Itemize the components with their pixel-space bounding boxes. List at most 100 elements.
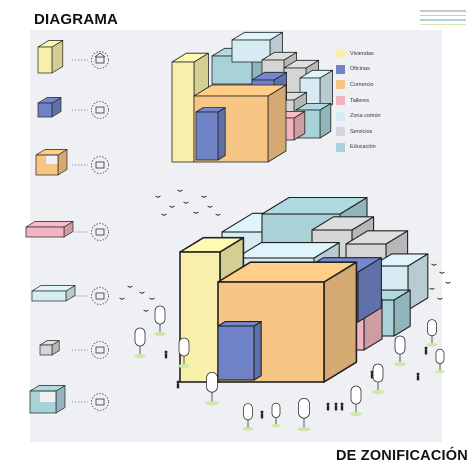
person [260, 410, 264, 419]
common-zone-block [299, 69, 334, 113]
person-body [176, 383, 180, 389]
tree-grass [372, 390, 384, 394]
block-front-face [171, 61, 195, 163]
person-head [370, 370, 374, 374]
color-stripe [420, 19, 466, 21]
color-stripes-decoration [420, 10, 466, 28]
block-side-face [323, 261, 358, 383]
bird [445, 281, 451, 284]
tree [178, 337, 190, 368]
person-head [326, 402, 330, 406]
block-front-face [179, 251, 221, 383]
color-stripe [420, 14, 466, 16]
cart-icon [91, 156, 109, 174]
tree [154, 305, 166, 336]
person [340, 402, 344, 411]
diagram-subtitle: DE ZONIFICACIÓN [336, 448, 468, 464]
tree-grass [297, 427, 311, 432]
tree [372, 363, 384, 394]
tree [134, 327, 146, 358]
person-head [176, 380, 180, 384]
bird [161, 213, 167, 216]
person-body [340, 405, 344, 411]
legend-item: Zona común [336, 108, 446, 124]
legend-label: Viviendas [350, 50, 374, 57]
icon-ring [91, 393, 109, 411]
person-head [340, 402, 344, 406]
tree [242, 403, 254, 431]
program-block [31, 285, 76, 302]
large-axonometric-model [179, 196, 429, 383]
block-front-face [217, 325, 255, 381]
tree [394, 335, 406, 366]
legend-swatch [336, 127, 345, 137]
legend-swatch [336, 49, 345, 59]
person-body [370, 373, 374, 379]
icon-glyph [95, 228, 105, 236]
legend-label: Talleres [350, 97, 369, 104]
legend-item: Talleres [336, 93, 446, 109]
tree-crown [206, 371, 218, 393]
bird [127, 285, 133, 288]
icon-glyph [95, 292, 105, 300]
bird [183, 201, 189, 204]
tree-crown [427, 319, 437, 337]
education-block [295, 103, 332, 139]
tree-crown [178, 337, 190, 357]
person-head [416, 372, 420, 376]
tree-grass [271, 424, 281, 428]
person [326, 402, 330, 411]
program-block [37, 97, 62, 118]
trees-and-people [134, 305, 445, 432]
person-head [164, 350, 168, 354]
tree-crown [154, 305, 166, 325]
l-notch [46, 156, 58, 164]
block-side-face [253, 321, 262, 381]
tree [205, 371, 219, 406]
block-front-face [37, 102, 53, 118]
bird [143, 309, 149, 312]
small-axonometric-model [171, 31, 334, 163]
icon-ring [91, 223, 109, 241]
tree-grass [426, 343, 438, 347]
bird [119, 297, 125, 300]
sofa-icon [91, 287, 109, 305]
tools-icon [91, 223, 109, 241]
tree-grass [205, 401, 219, 406]
tree-grass [242, 427, 254, 431]
legend-label: Servicios [350, 128, 373, 135]
icon-glyph [95, 346, 105, 354]
tree-crown [243, 403, 253, 421]
legend-swatch [336, 142, 345, 152]
tree-grass [134, 354, 146, 358]
person [176, 380, 180, 389]
diagram-title: DIAGRAMA [34, 11, 119, 28]
legend-label: Educación [350, 144, 376, 151]
person [424, 346, 428, 355]
legend-label: Zona común [350, 113, 381, 120]
icon-ring [91, 341, 109, 359]
tree-crown [271, 402, 281, 419]
block-front-face [37, 46, 53, 74]
tree-crown [298, 397, 310, 419]
legend-swatch [336, 80, 345, 90]
bird [215, 213, 221, 216]
block-front-face [195, 111, 219, 161]
tree [426, 319, 438, 347]
icon-ring [91, 101, 109, 119]
icon-ring [91, 287, 109, 305]
block-front-face [231, 39, 271, 63]
tree [271, 402, 281, 428]
icon-glyph [95, 161, 105, 169]
person [370, 370, 374, 379]
legend-label: Comercio [350, 81, 374, 88]
roof-glyph [94, 52, 106, 58]
color-stripe [420, 23, 466, 25]
tree [297, 397, 311, 432]
tree-grass [394, 362, 406, 366]
desk-icon [91, 101, 109, 119]
tree-crown [394, 335, 406, 355]
bird [149, 297, 155, 300]
tree-grass [154, 332, 166, 336]
